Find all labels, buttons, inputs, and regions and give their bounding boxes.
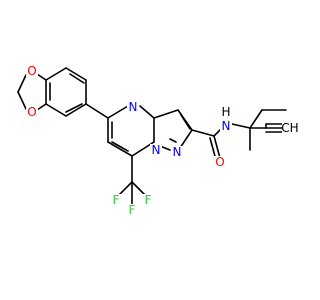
amide-nitrogen-label: N <box>222 119 231 133</box>
fluorine-3-label: F <box>129 203 136 217</box>
bridgehead-nitrogen-label: N <box>152 143 161 157</box>
atom-labels: O O N N N N H O F F F CH <box>26 64 299 217</box>
amide-oxygen-label: O <box>215 155 224 169</box>
amide-side-chain <box>191 109 287 161</box>
pyrazolopyrimidine-core <box>85 103 193 207</box>
amide-hydrogen-label: H <box>221 105 230 119</box>
oxygen-2-label: O <box>27 105 36 119</box>
nitrogen-ring-label: N <box>129 100 138 114</box>
terminal-alkyne-label: CH <box>281 121 298 135</box>
benzodioxole-group <box>17 67 87 117</box>
molecule-structure-diagram: O O N N N N H O F F F CH <box>17 64 299 217</box>
fluorine-1-label: F <box>113 193 120 207</box>
oxygen-1-label: O <box>27 64 36 78</box>
fluorine-2-label: F <box>145 193 152 207</box>
pyrazole-nitrogen-label: N <box>173 145 182 159</box>
